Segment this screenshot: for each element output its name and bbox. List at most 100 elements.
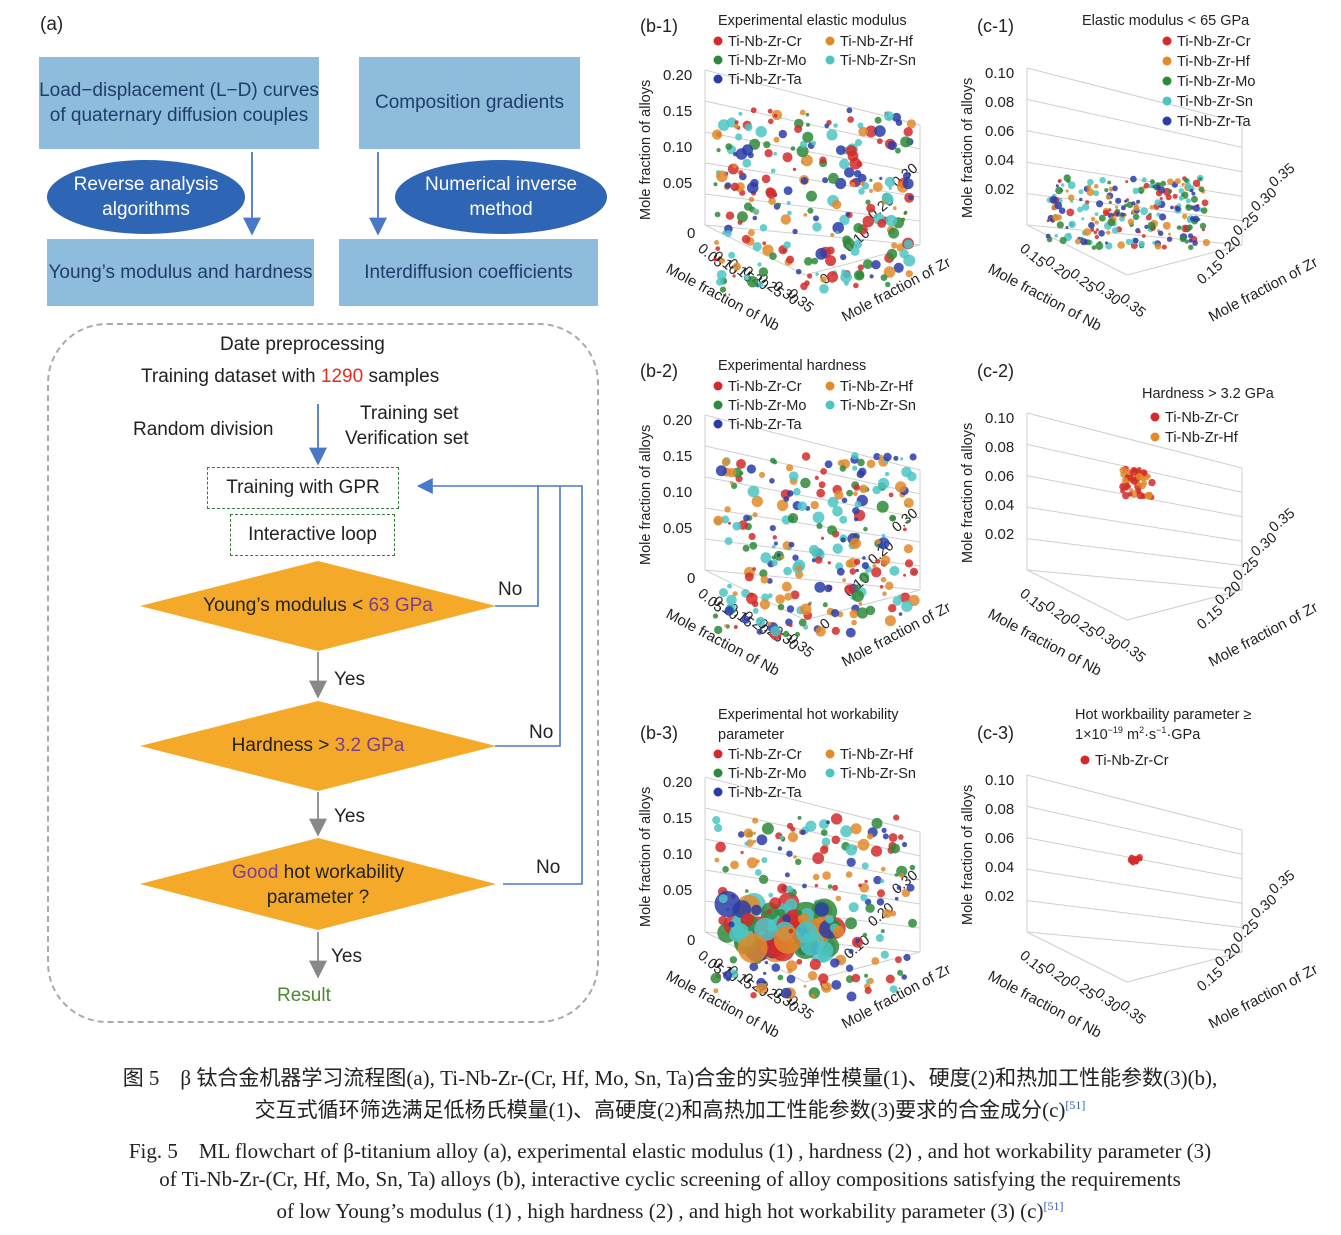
point-marker: [713, 515, 724, 526]
axis-nb-line: [1026, 224, 1128, 276]
point-marker: [865, 903, 875, 913]
point-marker: [844, 584, 855, 595]
point-marker: [1188, 244, 1194, 250]
point-marker: [719, 286, 727, 293]
point-marker: [894, 873, 898, 877]
point-marker: [1138, 240, 1145, 248]
gridline: [704, 193, 921, 222]
gridline: [1026, 98, 1243, 148]
point-marker: [845, 212, 850, 217]
legend-label: Ti-Nb-Zr-Ta: [728, 785, 802, 801]
point-marker: [1147, 492, 1153, 497]
point-marker: [1115, 197, 1122, 204]
point-marker: [770, 168, 776, 174]
point-marker: [724, 230, 732, 238]
point-marker: [885, 581, 894, 590]
point-marker: [804, 280, 810, 286]
point-marker: [844, 167, 855, 178]
point-marker: [773, 926, 802, 954]
chart-title: Hot workbaility parameter ≥: [1075, 707, 1251, 723]
point-marker: [881, 192, 892, 203]
point-marker: [880, 274, 888, 281]
axes-box: [1026, 774, 1243, 983]
point-marker: [893, 814, 900, 821]
legend-label: Ti-Nb-Zr-Ta: [1177, 114, 1251, 130]
point-marker: [1137, 230, 1141, 234]
point-marker: [871, 957, 880, 965]
point-marker: [1188, 238, 1193, 243]
point-marker: [1185, 182, 1191, 188]
point-marker: [754, 869, 762, 876]
point-marker: [738, 111, 743, 116]
z-axis-label: Mole fraction of alloys: [960, 78, 976, 218]
z-axis-label: Mole fraction of alloys: [638, 80, 654, 220]
point-marker: [1130, 175, 1137, 183]
gridline: [1026, 868, 1243, 904]
point-marker: [769, 252, 777, 260]
point-marker: [801, 160, 805, 164]
point-marker: [906, 883, 915, 892]
z-tick-label: 0.15: [663, 810, 692, 827]
point-marker: [893, 455, 899, 461]
point-marker: [1185, 198, 1191, 204]
z-tick-label: 0.08: [985, 439, 1014, 456]
point-marker: [845, 871, 853, 878]
point-marker: [1054, 201, 1063, 210]
point-marker: [767, 621, 772, 626]
point-marker: [903, 527, 907, 532]
legend-label: Ti-Nb-Zr-Cr: [728, 747, 802, 763]
point-marker: [849, 609, 859, 619]
point-marker: [771, 963, 781, 972]
point-marker: [895, 956, 902, 964]
point-marker: [815, 272, 819, 276]
point-marker: [836, 567, 845, 576]
point-marker: [903, 254, 916, 267]
point-marker: [854, 501, 862, 508]
point-marker: [803, 984, 807, 988]
point-marker: [840, 271, 852, 284]
back-top-edge: [1026, 412, 1243, 469]
point-marker: [862, 932, 868, 938]
point-marker: [750, 107, 757, 114]
point-marker: [1188, 233, 1194, 239]
point-marker: [1057, 179, 1062, 183]
point-marker: [761, 857, 768, 864]
back-top-edge: [1026, 67, 1243, 124]
point-marker: [807, 207, 814, 214]
point-marker: [783, 241, 791, 249]
point-marker: [802, 131, 814, 143]
legend-label: Ti-Nb-Zr-Cr: [728, 379, 802, 395]
point-marker: [713, 988, 719, 994]
point-marker: [1125, 180, 1129, 184]
point-marker: [859, 572, 870, 583]
point-marker: [824, 460, 833, 469]
z-tick-label: 0.06: [985, 468, 1014, 485]
point-marker: [1200, 207, 1208, 214]
point-marker: [768, 197, 776, 205]
chart-title-line2: parameter: [718, 727, 784, 743]
point-marker: [878, 454, 883, 459]
point-marker: [903, 239, 913, 249]
z-tick-label: 0.05: [663, 882, 692, 899]
point-marker: [1079, 197, 1083, 202]
point-marker: [743, 514, 750, 522]
point-marker: [871, 567, 882, 578]
point-marker: [896, 885, 902, 890]
panel-label: (b-3): [640, 723, 678, 743]
z-tick-label: 0.10: [985, 410, 1014, 427]
point-marker: [742, 544, 750, 552]
hot-workability-condition-line2: parameter ?: [266, 887, 370, 908]
point-marker: [900, 136, 912, 148]
legend-marker: [713, 36, 723, 46]
point-marker: [786, 974, 796, 984]
point-marker: [1112, 185, 1118, 192]
point-marker: [865, 605, 876, 616]
point-marker: [715, 465, 727, 477]
point-marker: [712, 129, 723, 140]
point-marker: [753, 831, 756, 835]
no-label-2: No: [529, 722, 554, 743]
point-marker: [1066, 208, 1075, 217]
point-marker: [740, 850, 744, 855]
point-marker: [807, 273, 813, 279]
point-marker: [908, 195, 914, 201]
